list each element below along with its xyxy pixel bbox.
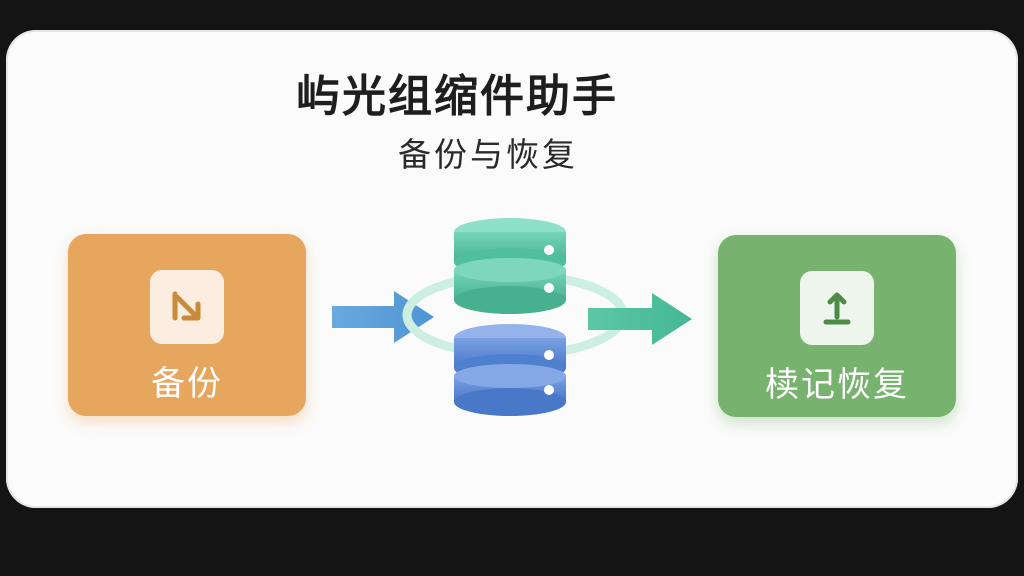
upload-icon	[800, 271, 874, 345]
database-icon-top	[454, 218, 566, 314]
arrow-down-right-icon	[150, 270, 224, 344]
storage-group	[402, 218, 628, 416]
backup-box: 备份	[68, 234, 306, 416]
restore-label: 椟记恢复	[765, 365, 909, 405]
restore-box: 椟记恢复	[718, 235, 956, 417]
backup-label: 备份	[151, 364, 223, 404]
page-title: 屿光组缩件助手	[296, 71, 618, 122]
page-subtitle: 备份与恢复	[398, 135, 578, 174]
database-icon-bottom	[454, 324, 566, 416]
arrow-right-icon	[588, 293, 692, 345]
